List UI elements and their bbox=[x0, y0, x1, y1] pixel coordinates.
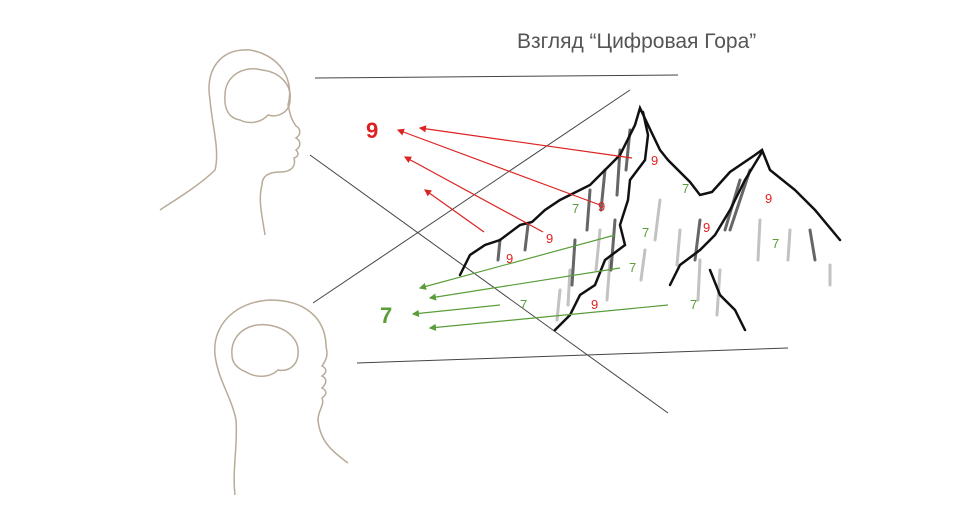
red-mark: 9 bbox=[591, 297, 598, 312]
green-mark: 7 bbox=[682, 181, 689, 196]
diagram-title: Взгляд “Цифровая Гора” bbox=[517, 30, 757, 53]
red-mark: 9 bbox=[598, 199, 605, 214]
red-arrow bbox=[424, 189, 485, 233]
green-arrow bbox=[418, 234, 616, 290]
green-arrow bbox=[428, 267, 621, 301]
green-arrow bbox=[428, 304, 669, 332]
red-mark: 9 bbox=[765, 191, 772, 206]
head-top-icon bbox=[159, 49, 301, 236]
red-mark: 9 bbox=[703, 220, 710, 235]
big-label-red: 9 bbox=[366, 118, 378, 143]
green-mark: 7 bbox=[520, 297, 527, 312]
red-arrow bbox=[396, 128, 601, 206]
red-mark: 9 bbox=[506, 251, 513, 266]
red-arrow bbox=[418, 125, 633, 159]
big-label-green: 7 bbox=[380, 303, 392, 328]
green-mark: 7 bbox=[690, 297, 697, 312]
red-mark: 9 bbox=[651, 153, 658, 168]
mountain-illustration bbox=[458, 104, 842, 332]
green-mark: 7 bbox=[629, 260, 636, 275]
green-arrows bbox=[411, 234, 669, 332]
green-mark: 7 bbox=[572, 201, 579, 216]
red-mark: 9 bbox=[546, 231, 553, 246]
red-arrows bbox=[396, 125, 633, 233]
head-bottom-icon bbox=[214, 299, 349, 496]
red-arrow bbox=[403, 156, 544, 233]
green-mark: 7 bbox=[642, 225, 649, 240]
green-mark: 7 bbox=[772, 236, 779, 251]
sight-lines bbox=[309, 74, 789, 414]
green-arrow bbox=[411, 304, 501, 317]
